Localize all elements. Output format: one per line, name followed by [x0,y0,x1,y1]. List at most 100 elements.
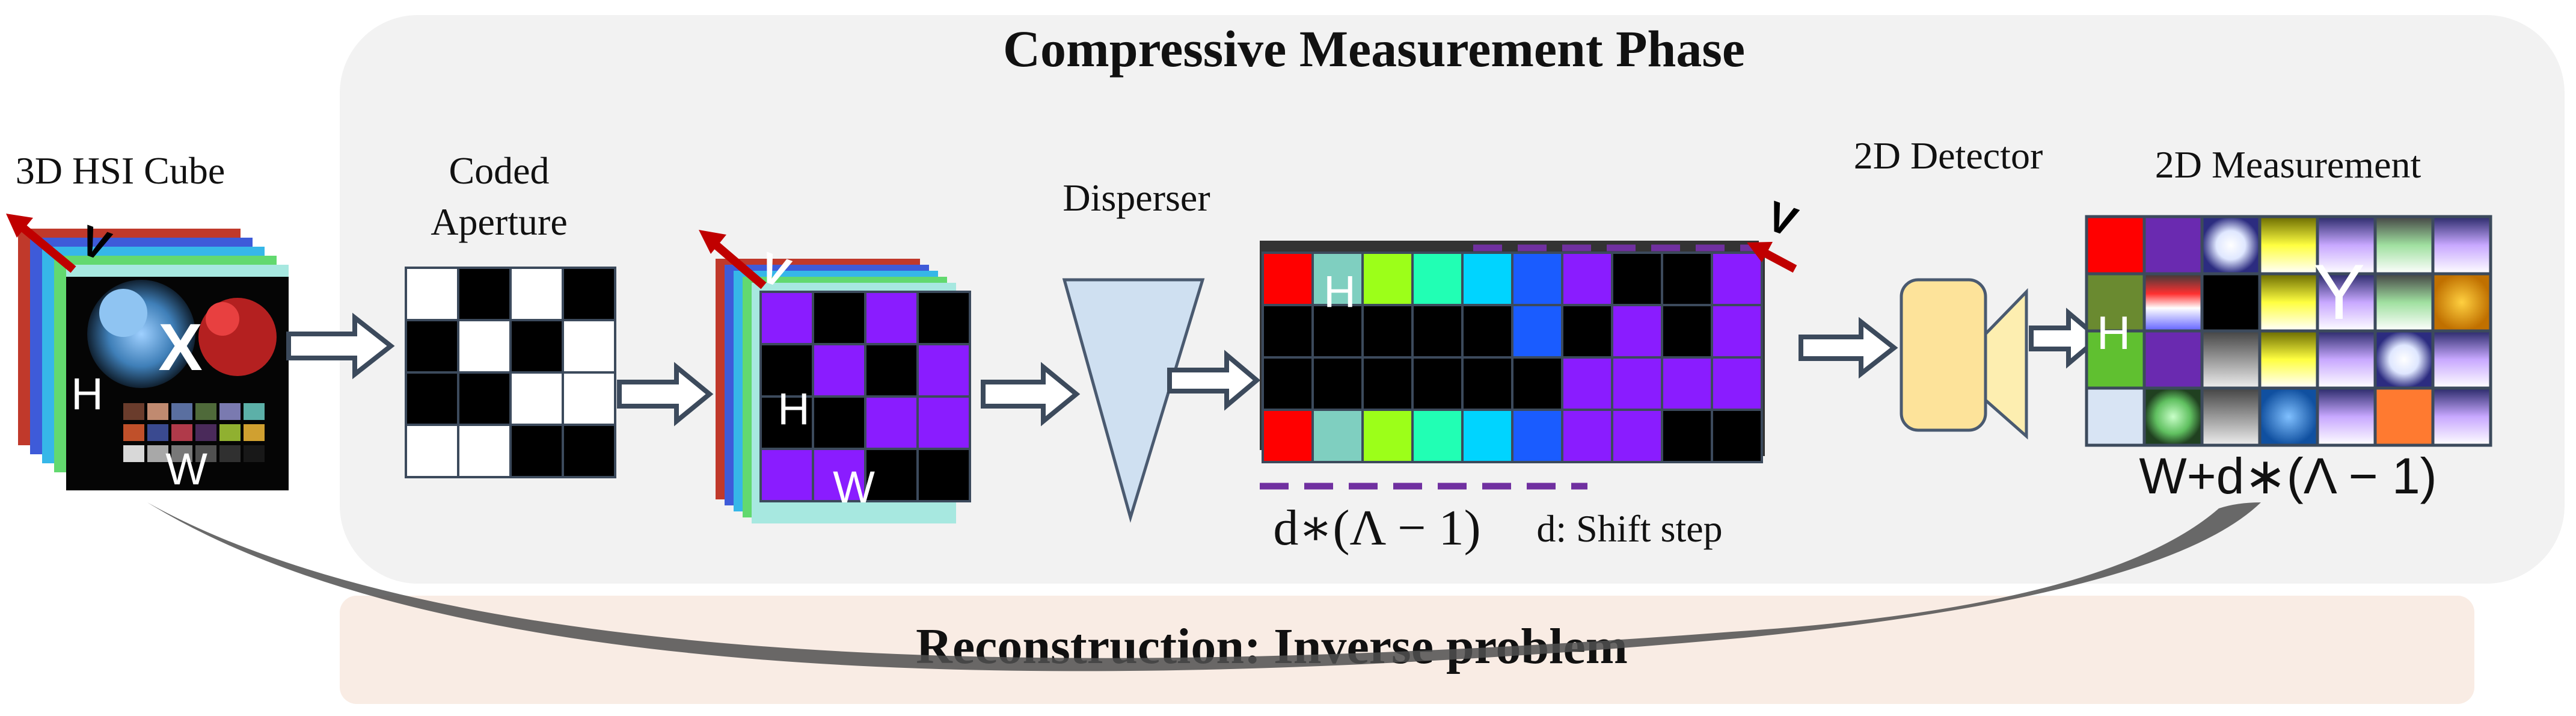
disperser-title: Disperser [1063,176,1210,219]
aperture-cell [562,424,616,478]
measurement-cell [2258,272,2319,333]
hsi-lambda-arrow [14,219,76,273]
aperture-cell [405,267,459,321]
sheared-cell [1711,409,1763,463]
measurement-grid [2085,215,2492,447]
sheared-cell [1711,304,1763,359]
modulated-cube [716,259,971,523]
sheared-cell [1511,409,1563,463]
aperture-cell [405,424,459,478]
sheared-cell [1411,356,1464,411]
hsi-cube [18,229,289,490]
modulated-lambda-arrow [707,236,767,289]
arrow-to-modulated-cube [617,362,714,427]
sheared-cell [1511,304,1563,359]
measurement-cell [2142,329,2204,390]
measurement-cell [2373,386,2435,447]
modulated-cell [812,395,866,450]
sheared-cell [1561,409,1613,463]
sheared-cell [1611,252,1663,306]
measurement-cell [2142,215,2204,276]
measurement-cell [2373,329,2435,390]
sheared-cell [1361,356,1414,411]
measurement-cell [2142,386,2204,447]
aperture-cell [509,371,564,426]
measurement-cell [2431,272,2492,333]
modulated-lambda-arrowhead [699,230,726,254]
color-checker [123,403,265,462]
measurement-cell [2200,386,2262,447]
sheared-cell [1611,304,1663,359]
measurement-cell [2200,215,2262,276]
hsi-symbol-x: X [158,310,202,384]
sheared-cell [1661,409,1713,463]
measurement-title: 2D Measurement [2155,143,2421,186]
measurement-cell [2431,329,2492,390]
aperture-cell [405,319,459,374]
modulated-cell [916,291,971,345]
sheared-cell [1361,304,1414,359]
modulated-cell [759,343,814,398]
sheared-cell [1661,252,1713,306]
modulated-cell [916,448,971,502]
measurement-cell [2316,386,2377,447]
sheared-cell [1411,304,1464,359]
modulated-cell [916,343,971,398]
measurement-cell [2316,329,2377,390]
arrow-to-disperser [981,362,1081,427]
hsi-width-label: W [165,444,207,494]
measurement-cell [2431,215,2492,276]
sheared-cell [1711,356,1763,411]
aperture-cell [457,319,512,374]
sheared-lambda-arrowhead [1747,242,1773,262]
sheared-cell [1311,356,1364,411]
detector-title: 2D Detector [1854,134,2043,177]
measurement-cell [2085,386,2146,447]
measurement-cell [2316,215,2377,276]
modulated-cell [864,395,919,450]
aperture-cell [509,319,564,374]
modulated-cell [759,291,814,345]
modulated-cell [864,448,919,502]
detector [1900,278,2028,440]
sheared-cell [1311,252,1364,306]
modulated-cell [759,448,814,502]
aperture-cell [457,424,512,478]
modulated-height-label: H [777,384,809,434]
modulated-cell [812,291,866,345]
sheared-cell [1411,409,1464,463]
shift-step-note: d: Shift step [1536,507,1722,550]
sheared-cell [1561,252,1613,306]
hsi-height-label: H [71,369,103,419]
measurement-cell [2258,386,2319,447]
sheared-cell [1311,304,1364,359]
sheared-cell [1411,252,1464,306]
modulated-cell [812,343,866,398]
aperture-cell [457,267,512,321]
aperture-title-line1: Coded [449,149,549,192]
sheared-cell [1561,356,1613,411]
measurement-phase-title: Compressive Measurement Phase [1003,20,1745,78]
aperture-cell [405,371,459,426]
modulated-cell [864,343,919,398]
sheared-cell [1262,409,1314,463]
measurement-symbol-y: Y [2313,248,2366,336]
measurement-cell [2085,215,2146,276]
sheared-width-formula: d∗(Λ − 1) [1273,500,1480,556]
arrow-to-measurement [2029,307,2103,369]
sheared-cell [1661,356,1713,411]
sheared-cell [1461,252,1513,306]
arrow-to-aperture [286,312,395,380]
arrow-to-sheared-cube [1167,350,1261,411]
modulated-cell [864,291,919,345]
reconstruction-panel [340,596,2474,704]
sheared-cell [1661,304,1713,359]
measurement-cell [2258,329,2319,390]
sheared-cell [1311,409,1364,463]
sheared-cell [1611,356,1663,411]
measurement-cell [2200,329,2262,390]
sheared-cell [1262,356,1314,411]
sheared-cell [1611,409,1663,463]
hsi-lambda-arrowhead [6,214,33,238]
